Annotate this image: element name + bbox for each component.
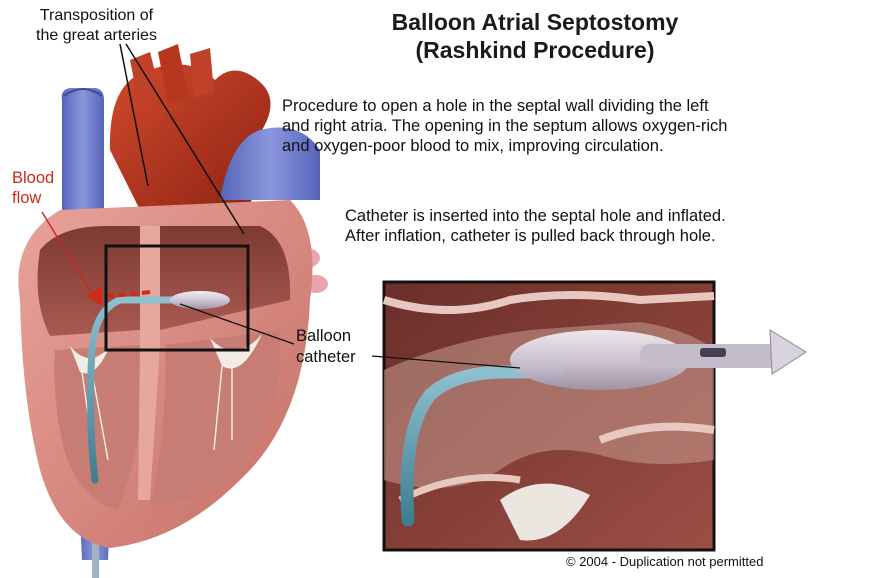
aortic-branch-3 — [190, 48, 214, 98]
blood-flow-label-line-1: Blood — [12, 168, 54, 188]
transposition-label: Transposition of the great arteries — [36, 6, 157, 46]
left-ventricle-chamber — [150, 330, 281, 505]
transposition-label-line-1: Transposition of — [36, 6, 157, 26]
page-title: Balloon Atrial Septostomy (Rashkind Proc… — [300, 8, 770, 64]
balloon-label-line-1: Balloon — [296, 326, 356, 347]
title-line-1: Balloon Atrial Septostomy — [300, 8, 770, 36]
description-line-3: and oxygen-poor blood to mix, improving … — [282, 136, 867, 156]
transposition-label-line-2: the great arteries — [36, 26, 157, 46]
copyright-notice: © 2004 - Duplication not permitted — [566, 554, 763, 570]
inset-catheter-tip — [770, 330, 806, 374]
left-atrium-chamber — [38, 226, 140, 336]
procedure-description: Procedure to open a hole in the septal w… — [282, 96, 867, 156]
description-line-1: Procedure to open a hole in the septal w… — [282, 96, 867, 116]
blood-flow-label-line-2: flow — [12, 188, 54, 208]
blood-flow-label: Blood flow — [12, 168, 54, 208]
catheter-note: Catheter is inserted into the septal hol… — [345, 206, 865, 246]
description-line-2: and right atria. The opening in the sept… — [282, 116, 867, 136]
balloon-catheter-label: Balloon catheter — [296, 326, 356, 368]
title-line-2: (Rashkind Procedure) — [300, 36, 770, 64]
inset-catheter-port — [700, 348, 726, 357]
balloon-small — [170, 291, 230, 309]
catheter-note-line-2: After inflation, catheter is pulled back… — [345, 226, 865, 246]
balloon-label-line-2: catheter — [296, 347, 356, 368]
catheter-note-line-1: Catheter is inserted into the septal hol… — [345, 206, 865, 226]
superior-vena-cava — [62, 88, 104, 210]
